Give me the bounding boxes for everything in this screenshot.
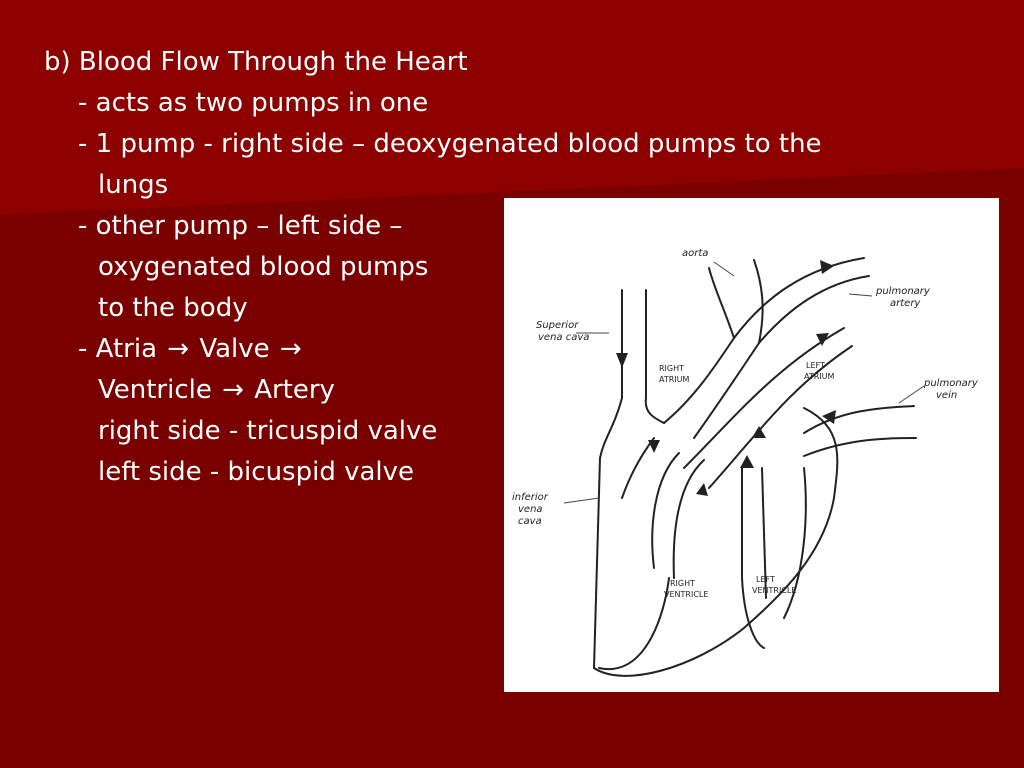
right-side-valve-note: right side - tricuspid valve (98, 416, 438, 446)
label-pulmonary-artery-1: pulmonary (875, 286, 931, 297)
right-arrow-icon: → (222, 375, 244, 405)
label-right-atrium-2: ATRIUM (659, 375, 690, 384)
bullet-flow-order: - Atria → Valve → (44, 329, 1004, 370)
slide-text: b) Blood Flow Through the Heart - acts a… (44, 42, 1004, 493)
label-superior-vena-cava-2: vena cava (538, 332, 589, 343)
slide-heading: b) Blood Flow Through the Heart (44, 47, 468, 77)
bullet-left-pump-cont-2: to the body (98, 293, 248, 323)
label-left-ventricle-1: LEFT (756, 575, 775, 584)
flow-artery: Artery (254, 375, 335, 405)
left-side-valve-note: left side - bicuspid valve (98, 457, 415, 487)
flow-valve: Valve (199, 334, 270, 364)
bullet-left-pump: - other pump – left side – (78, 211, 403, 241)
flow-ventricle: Ventricle (98, 375, 212, 405)
bullet-flow-order-cont: Ventricle → Artery (44, 370, 1004, 411)
label-aorta: aorta (682, 248, 708, 259)
bullet-two-pumps: - acts as two pumps in one (78, 88, 429, 118)
bullet-right-pump-cont: lungs (98, 170, 169, 200)
label-inferior-vena-cava-3: cava (518, 516, 542, 527)
label-right-ventricle-1: RIGHT (670, 579, 695, 588)
bullet-left-pump-cont-1: oxygenated blood pumps (98, 252, 429, 282)
label-superior-vena-cava-1: Superior (536, 320, 579, 331)
heart-diagram-svg: aorta pulmonary artery Superior vena cav… (512, 248, 979, 677)
bullet-right-pump: - 1 pump - right side – deoxygenated blo… (78, 129, 822, 159)
label-pulmonary-artery-2: artery (890, 298, 921, 309)
label-right-ventricle-2: VENTRICLE (664, 590, 708, 599)
right-arrow-icon: → (167, 334, 190, 364)
label-left-atrium-1: LEFT (806, 361, 825, 370)
heart-diagram: aorta pulmonary artery Superior vena cav… (504, 198, 999, 692)
label-left-atrium-2: ATRIUM (804, 372, 835, 381)
label-right-atrium-1: RIGHT (659, 364, 684, 373)
label-pulmonary-vein-1: pulmonary (923, 378, 979, 389)
label-inferior-vena-cava-2: vena (518, 504, 543, 515)
right-arrow-icon: → (279, 334, 302, 364)
label-pulmonary-vein-2: vein (936, 390, 957, 401)
flow-atria: - Atria (78, 334, 158, 364)
label-inferior-vena-cava-1: inferior (512, 492, 549, 503)
label-left-ventricle-2: VENTRICLE (752, 586, 796, 595)
